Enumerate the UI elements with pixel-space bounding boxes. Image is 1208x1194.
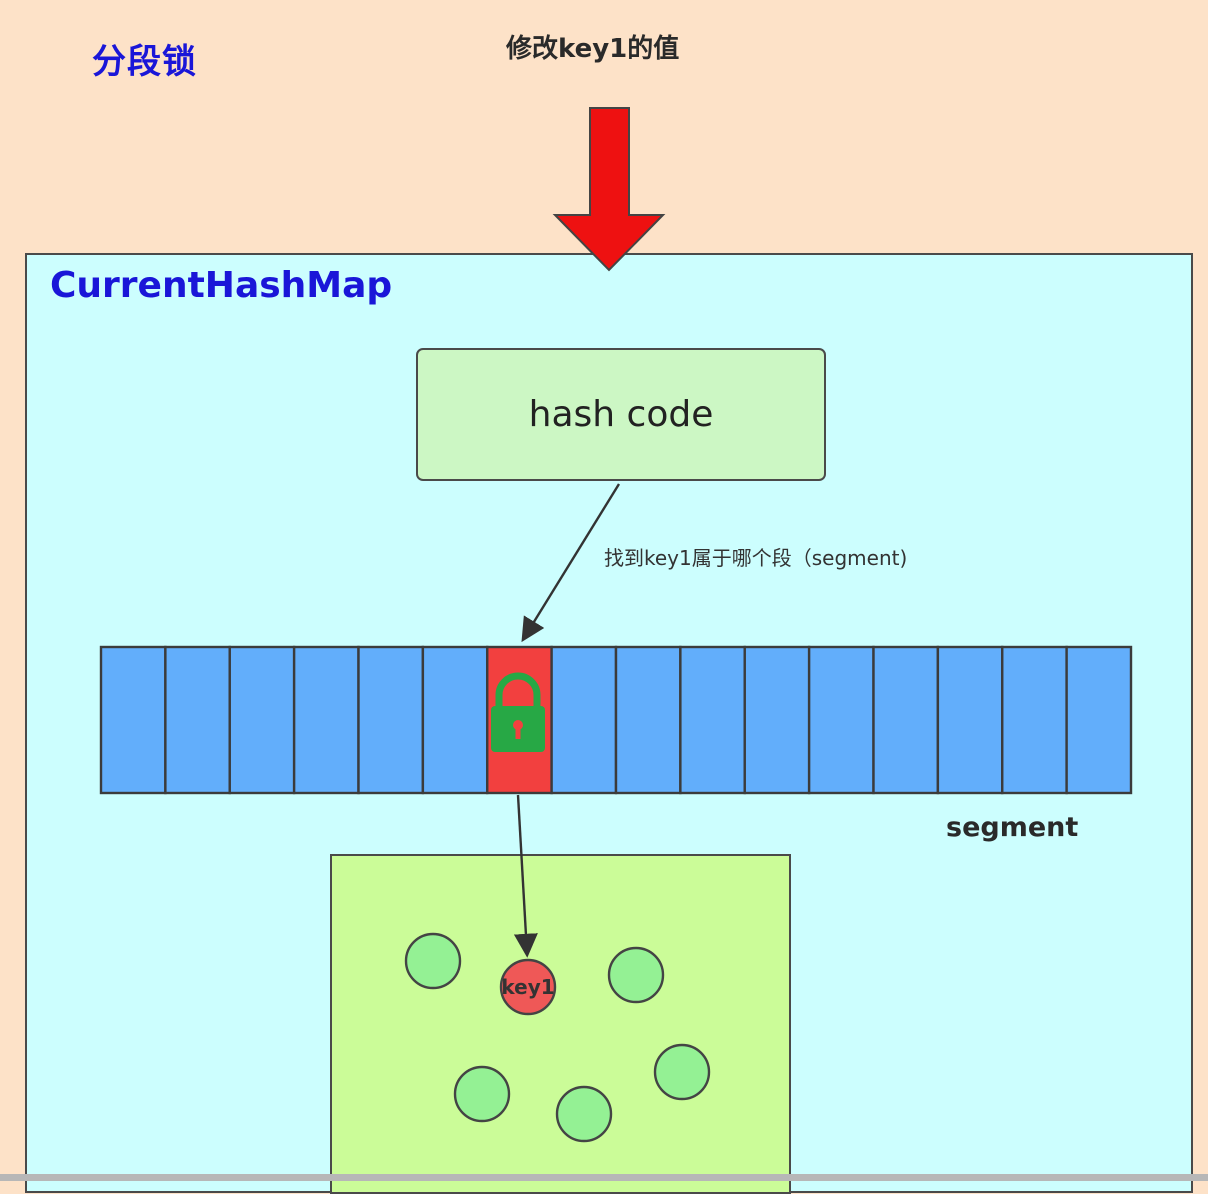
node [404, 932, 462, 990]
segment-cell [550, 645, 618, 795]
segment-array [99, 645, 1133, 795]
segment-bucket [330, 854, 791, 1194]
segment-label: segment [946, 812, 1079, 843]
segment-cell [228, 645, 296, 795]
node [555, 1085, 613, 1143]
key-node-label: key1 [501, 975, 554, 999]
hash-to-segment-arrow [521, 483, 621, 643]
segment-cell [99, 645, 167, 795]
node [607, 946, 665, 1004]
action-label: 修改key1的值 [506, 34, 680, 64]
segment-cell [679, 645, 746, 795]
page-title: 分段锁 [92, 42, 197, 82]
segment-cell [1065, 645, 1133, 795]
lock-icon [491, 672, 545, 752]
segment-cell [807, 645, 875, 795]
segment-cell [614, 645, 682, 795]
bottom-border [0, 1174, 1208, 1181]
segment-cell [164, 645, 231, 795]
segment-to-key-arrow [513, 794, 538, 958]
segment-cell [292, 645, 360, 795]
down-arrow-icon [552, 107, 666, 272]
find-segment-label: 找到key1属于哪个段（segment) [604, 546, 908, 570]
segment-cell [936, 645, 1004, 795]
hash-code-box: hash code [416, 348, 826, 481]
node [453, 1065, 511, 1123]
segment-cell [1001, 645, 1068, 795]
segment-cell [357, 645, 425, 795]
segment-cell [743, 645, 811, 795]
segment-cell [421, 645, 489, 795]
node [653, 1043, 711, 1101]
hash-code-label: hash code [528, 394, 714, 435]
map-title: CurrentHashMap [50, 265, 393, 306]
bucket-nodes: key1 [404, 932, 711, 1143]
segment-cell [872, 645, 940, 795]
key-node [499, 958, 557, 1016]
